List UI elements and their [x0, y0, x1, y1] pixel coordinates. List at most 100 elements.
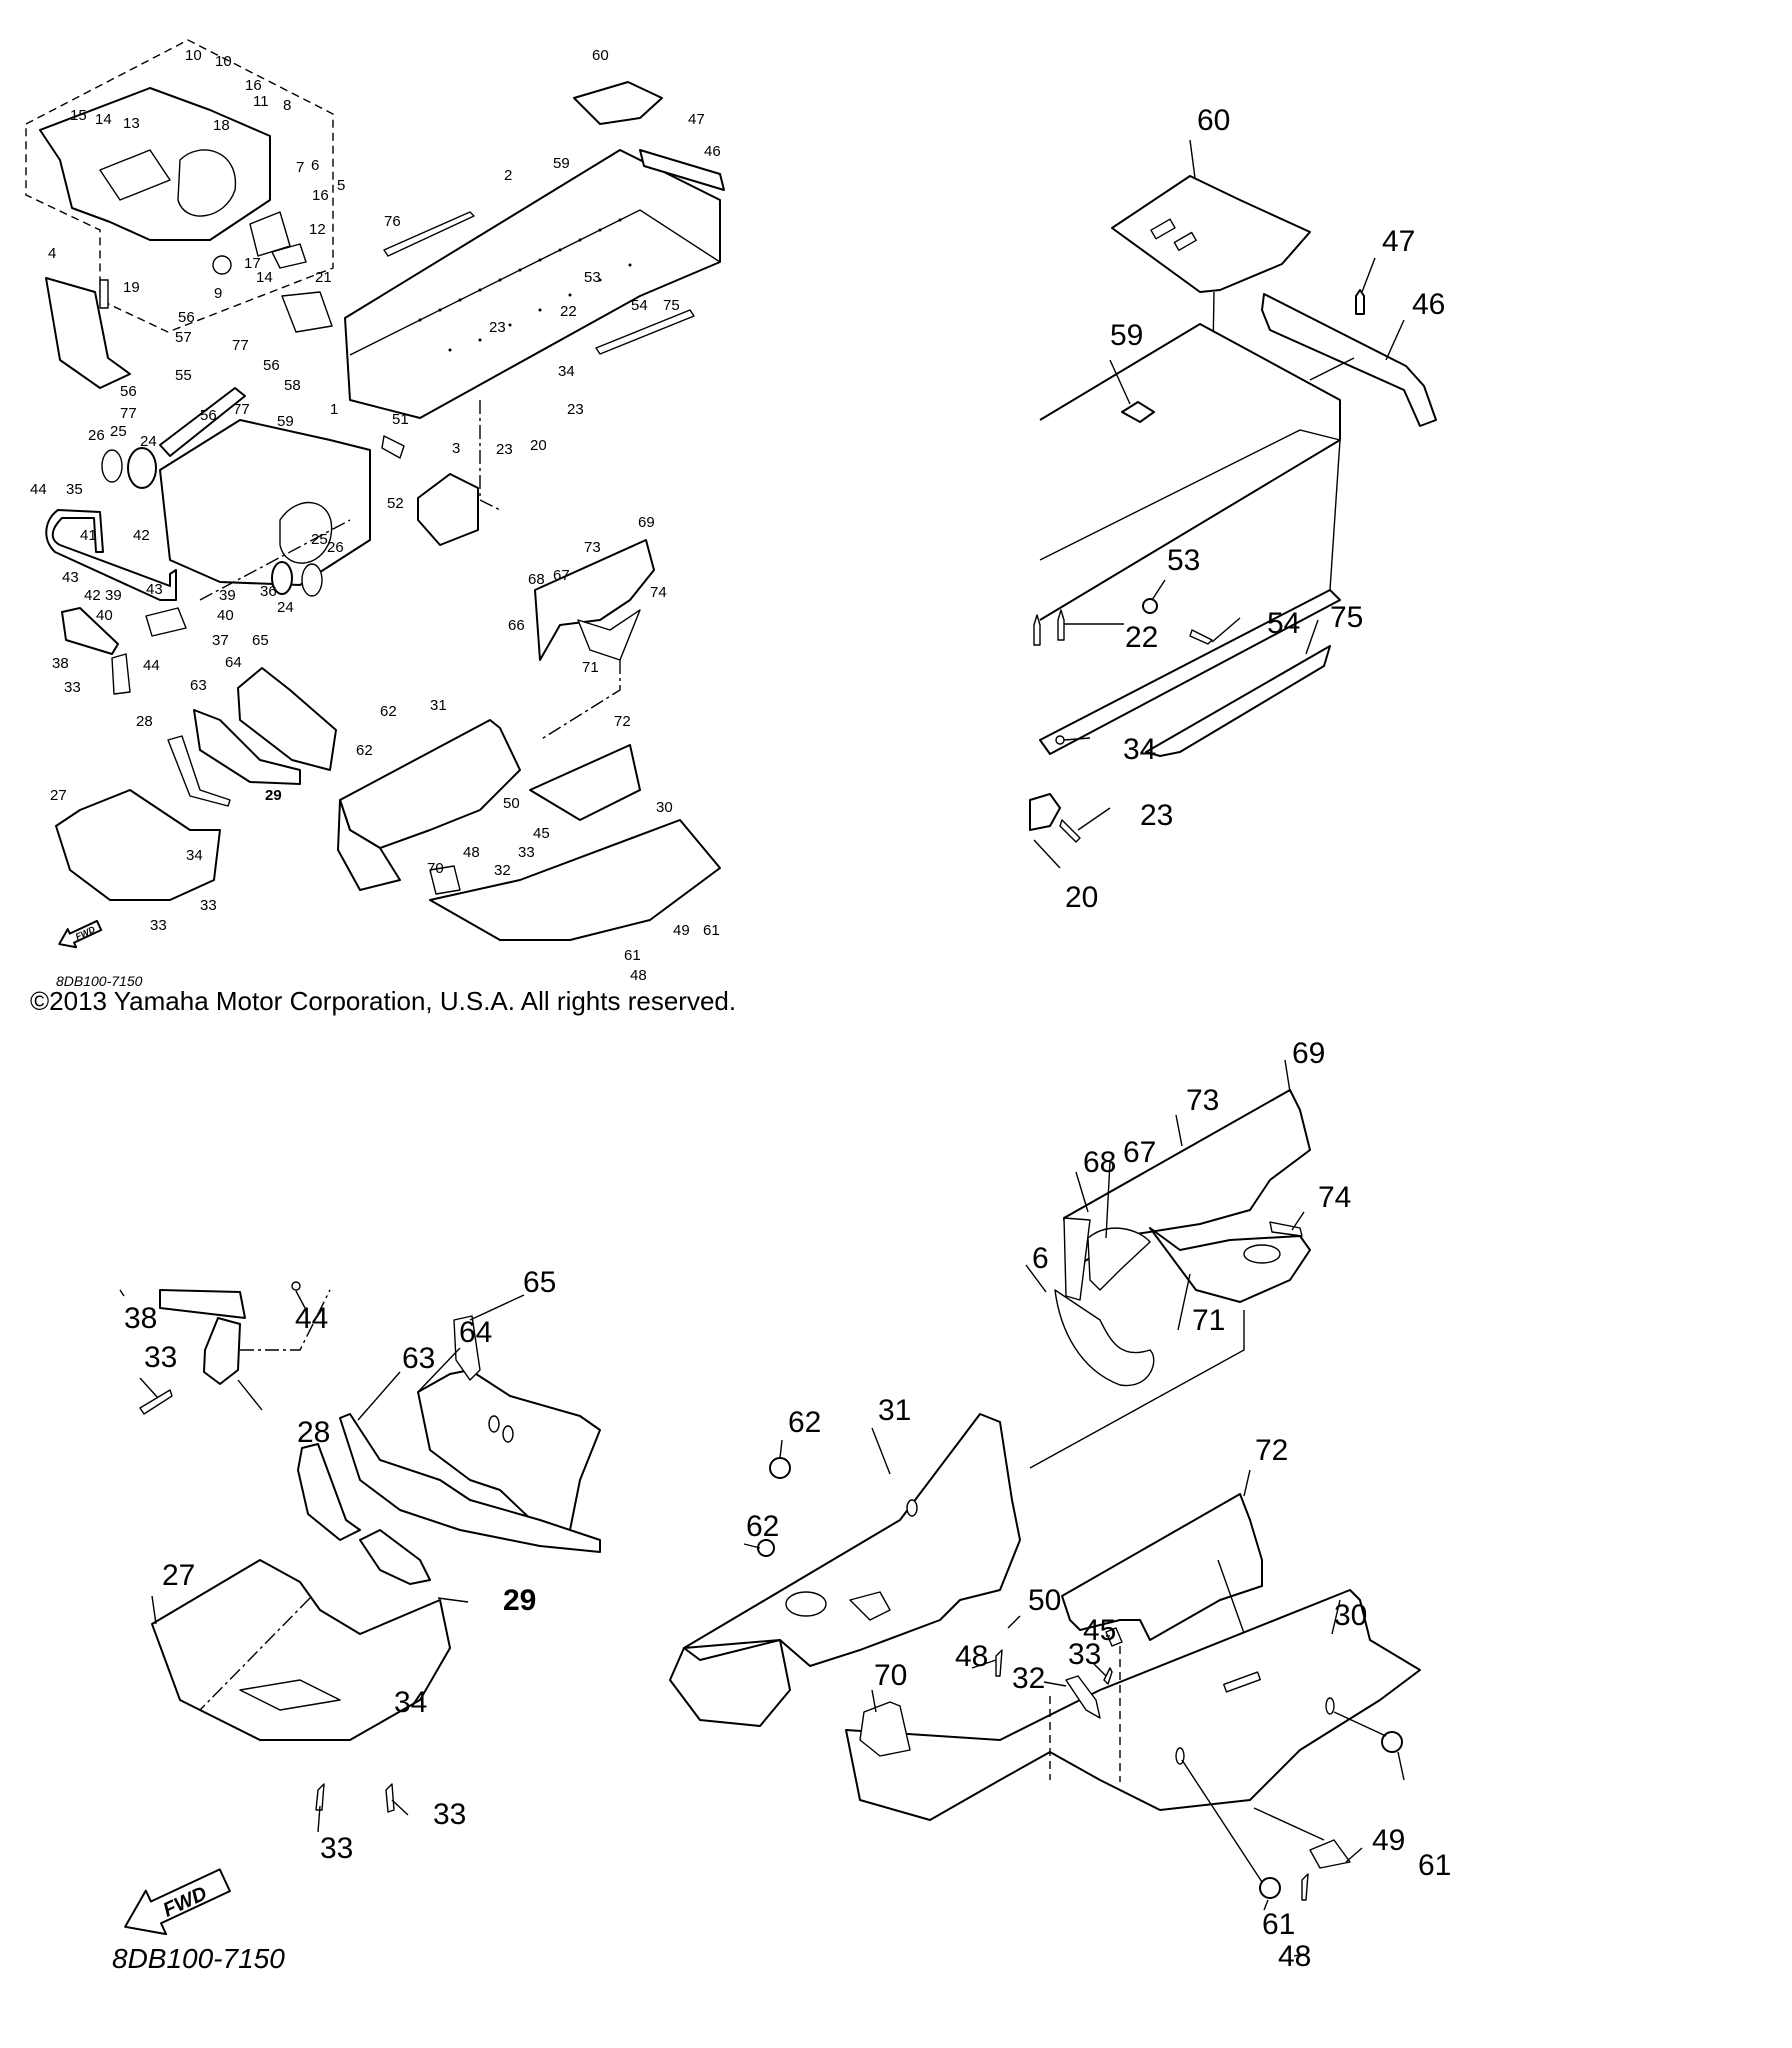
- callout-56: 56: [263, 357, 280, 374]
- callout-77: 77: [120, 405, 137, 422]
- callout-56: 56: [120, 383, 137, 400]
- callout-19: 19: [123, 279, 140, 296]
- part-51: [381, 435, 405, 459]
- callout-69: 69: [1292, 1037, 1325, 1070]
- part-9: [212, 255, 232, 275]
- pan-31-hole-b: [906, 1499, 918, 1517]
- callout-64: 64: [225, 654, 242, 671]
- panel-70-detail: [859, 1701, 911, 1757]
- mat-60-detail: [1111, 175, 1311, 293]
- panel-67-detail: [1087, 1227, 1151, 1291]
- pad-59-leader: [1109, 359, 1131, 405]
- callout-62: 62: [380, 703, 397, 720]
- callout-56: 56: [200, 407, 217, 424]
- plate-4-part: [45, 277, 131, 389]
- callout-42: 42: [84, 587, 101, 604]
- pan-30-slot: [1223, 1671, 1261, 1693]
- leader-44: [295, 1290, 306, 1309]
- nut-34-leader: [1063, 737, 1091, 741]
- callout-31: 31: [430, 697, 447, 714]
- strip-75-leader: [1305, 619, 1319, 655]
- callout-33: 33: [433, 1798, 466, 1831]
- callout-61: 61: [624, 947, 641, 964]
- callout-4: 4: [48, 245, 56, 262]
- mat-60-cutout-a: [1150, 218, 1176, 240]
- tunnel-2-part: [344, 149, 721, 419]
- bumper-35-part: [45, 509, 177, 601]
- strip-75-part: [595, 309, 695, 355]
- callout-34: 34: [558, 363, 575, 380]
- callout-61: 61: [703, 922, 720, 939]
- callout-23: 23: [567, 401, 584, 418]
- leader-62b: [743, 1543, 761, 1549]
- rivet-33-detail: [139, 1389, 173, 1415]
- panel-64-hole-b: [502, 1425, 514, 1443]
- callout-38: 38: [124, 1302, 157, 1335]
- ring-25b-part: [301, 563, 323, 597]
- part-12: [271, 243, 307, 269]
- callout-54: 54: [631, 297, 648, 314]
- nose-27-part: [55, 789, 221, 901]
- callout-71: 71: [582, 659, 599, 676]
- callout-27: 27: [162, 1559, 195, 1592]
- assembly-link-line: [199, 519, 351, 601]
- nose-27-vent: [239, 1679, 341, 1711]
- callout-64: 64: [459, 1316, 492, 1349]
- part-17: [249, 211, 291, 257]
- grommet-53-leader: [1151, 579, 1166, 601]
- grille-29-detail: [297, 1443, 361, 1541]
- callout-16: 16: [312, 187, 329, 204]
- callout-67: 67: [1123, 1136, 1156, 1169]
- callout-30: 30: [656, 799, 673, 816]
- callout-77: 77: [233, 401, 250, 418]
- leader-33d: [317, 1805, 321, 1833]
- callout-37: 37: [212, 632, 229, 649]
- leader-70: [871, 1689, 877, 1713]
- callout-74: 74: [1318, 1181, 1351, 1214]
- bracket-19: [99, 279, 109, 309]
- callout-63: 63: [402, 1342, 435, 1375]
- callout-42: 42: [133, 527, 150, 544]
- rivet-54-detail: [1189, 629, 1213, 645]
- callout-21: 21: [315, 269, 332, 286]
- panel-68-detail: [1063, 1217, 1091, 1301]
- callout-62: 62: [746, 1510, 779, 1543]
- callout-69: 69: [638, 514, 655, 531]
- callout-41: 41: [80, 527, 97, 544]
- rivet-22a-detail: [1033, 614, 1041, 646]
- callout-62: 62: [788, 1406, 821, 1439]
- callout-49: 49: [1372, 1824, 1405, 1857]
- callout-18: 18: [213, 117, 230, 134]
- rivet-33b-detail: [1103, 1667, 1113, 1685]
- bracket-46-mount-line: [1309, 357, 1355, 381]
- callout-34: 34: [186, 847, 203, 864]
- callout-26: 26: [327, 539, 344, 556]
- callout-60: 60: [1197, 104, 1230, 137]
- callout-29: 29: [503, 1584, 536, 1617]
- copyright-notice: ©2013 Yamaha Motor Corporation, U.S.A. A…: [30, 986, 737, 1016]
- plug-61a-detail: [1259, 1877, 1281, 1899]
- callout-45: 45: [533, 825, 550, 842]
- bracket-32-detail: [1065, 1675, 1101, 1719]
- nut-44-detail: [291, 1281, 301, 1291]
- mat-60-leader: [1189, 139, 1196, 179]
- callout-54: 54: [1267, 607, 1300, 640]
- link-line-28: [240, 1289, 331, 1351]
- link-line-27: [199, 1597, 311, 1711]
- fwd-arrow-small-icon: FWD: [58, 919, 103, 949]
- pan-31-detail: [683, 1413, 1021, 1667]
- callout-24: 24: [140, 433, 157, 450]
- frame-inner-channel: [99, 149, 171, 201]
- pan-31-part: [339, 719, 521, 849]
- callout-23: 23: [489, 319, 506, 336]
- callout-44: 44: [295, 1302, 328, 1335]
- callout-71: 71: [1192, 1304, 1225, 1337]
- leader-31: [871, 1427, 891, 1475]
- callout-45: 45: [1083, 1614, 1116, 1647]
- rivet-22b-detail: [1057, 609, 1065, 641]
- leader-27: [151, 1595, 157, 1625]
- callout-68: 68: [1083, 1146, 1116, 1179]
